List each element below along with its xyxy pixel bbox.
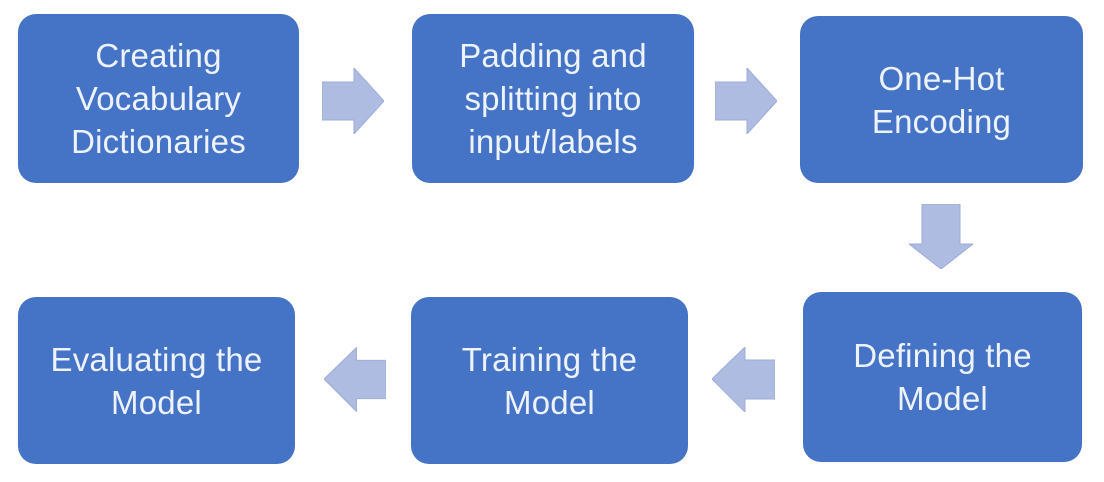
node-label: Defining the Model — [853, 337, 1032, 417]
flow-arrow-down-icon — [909, 204, 973, 269]
flow-arrow-right-icon — [322, 68, 384, 134]
node-label: Evaluating the Model — [50, 340, 263, 421]
flow-arrow-left-icon — [324, 347, 386, 412]
node-one-hot-encoding: One-Hot Encoding — [800, 16, 1083, 183]
node-padding-and-splitting: Padding and splitting into input/labels — [412, 14, 694, 183]
node-label: Creating Vocabulary Dictionaries — [71, 37, 246, 160]
node-label: One-Hot Encoding — [871, 59, 1012, 140]
flow-arrow-right-icon — [715, 68, 777, 134]
node-evaluating-the-model: Evaluating the Model — [18, 297, 295, 464]
node-creating-vocabulary-dictionaries: Creating Vocabulary Dictionaries — [18, 14, 299, 183]
node-label: Training the Model — [461, 340, 638, 421]
node-training-the-model: Training the Model — [411, 297, 688, 464]
flow-arrow-left-icon — [712, 347, 775, 412]
node-label: Padding and splitting into input/labels — [459, 37, 647, 160]
node-defining-the-model: Defining the Model — [803, 292, 1082, 462]
